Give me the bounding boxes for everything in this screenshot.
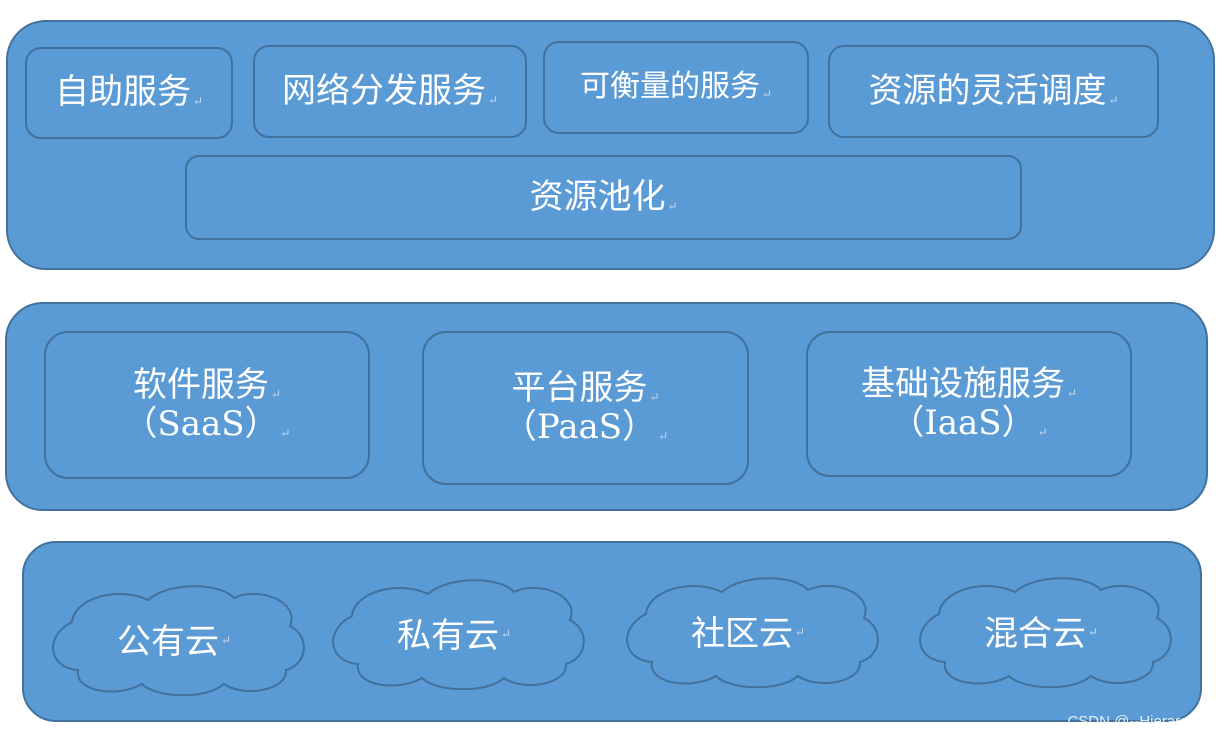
service-abbr: （IaaS） [890,403,1036,443]
paragraph-mark: ↵ [1087,625,1099,639]
resource-pooling-label: 资源池化 [529,176,666,217]
characteristic-measured-service: 可衡量的服务↵ [543,41,809,134]
paragraph-mark: ↵ [487,92,499,107]
cloud-label: 私有云 [396,615,499,656]
cloud-private: 私有云↵ [318,574,590,690]
service-saas: 软件服务↵ （SaaS）↵ [44,331,370,479]
cloud-public: 公有云↵ [38,580,310,696]
service-iaas: 基础设施服务↵ （IaaS）↵ [806,331,1132,477]
paragraph-mark: ↵ [761,87,773,102]
cloud-shape-icon [919,577,1172,688]
cloud-shape-icon [626,577,879,688]
cloud-shape-icon [52,585,305,696]
paragraph-mark: ↵ [794,625,806,639]
paragraph-mark: ↵ [500,627,512,641]
paragraph-mark: ↵ [220,633,232,647]
service-name: 平台服务 [511,367,648,408]
cloud-label: 混合云 [983,613,1086,654]
resource-pooling-box: 资源池化↵ [185,155,1022,240]
paragraph-mark: ↵ [1037,425,1048,439]
characteristic-rapid-elasticity: 资源的灵活调度↵ [828,45,1159,138]
paragraph-mark: ↵ [192,94,204,109]
characteristic-label: 自助服务 [54,72,191,113]
service-name: 基础设施服务 [860,363,1065,404]
cloud-label: 公有云 [116,621,219,662]
service-abbr: （SaaS） [123,404,279,444]
paragraph-mark: ↵ [270,386,282,401]
characteristic-label: 可衡量的服务 [579,69,760,105]
service-abbr: （PaaS） [502,407,657,447]
cloud-community: 社区云↵ [612,572,884,688]
paragraph-mark: ↵ [667,198,678,213]
characteristic-network-distribution: 网络分发服务↵ [253,45,527,138]
characteristic-label: 资源的灵活调度 [868,70,1107,111]
paragraph-mark: ↵ [1066,385,1078,400]
service-paas: 平台服务↵ （PaaS）↵ [422,331,749,485]
paragraph-mark: ↵ [649,389,660,404]
paragraph-mark: ↵ [658,429,669,443]
cloud-hybrid: 混合云↵ [905,572,1177,688]
paragraph-mark: ↵ [280,426,291,440]
watermark: CSDN @--Hierarch-- [1067,713,1206,730]
characteristic-self-service: 自助服务↵ [25,47,233,139]
service-name: 软件服务 [132,364,269,405]
paragraph-mark: ↵ [1108,92,1119,107]
cloud-shape-icon [332,579,585,690]
characteristic-label: 网络分发服务 [281,70,486,111]
cloud-label: 社区云 [690,613,793,654]
